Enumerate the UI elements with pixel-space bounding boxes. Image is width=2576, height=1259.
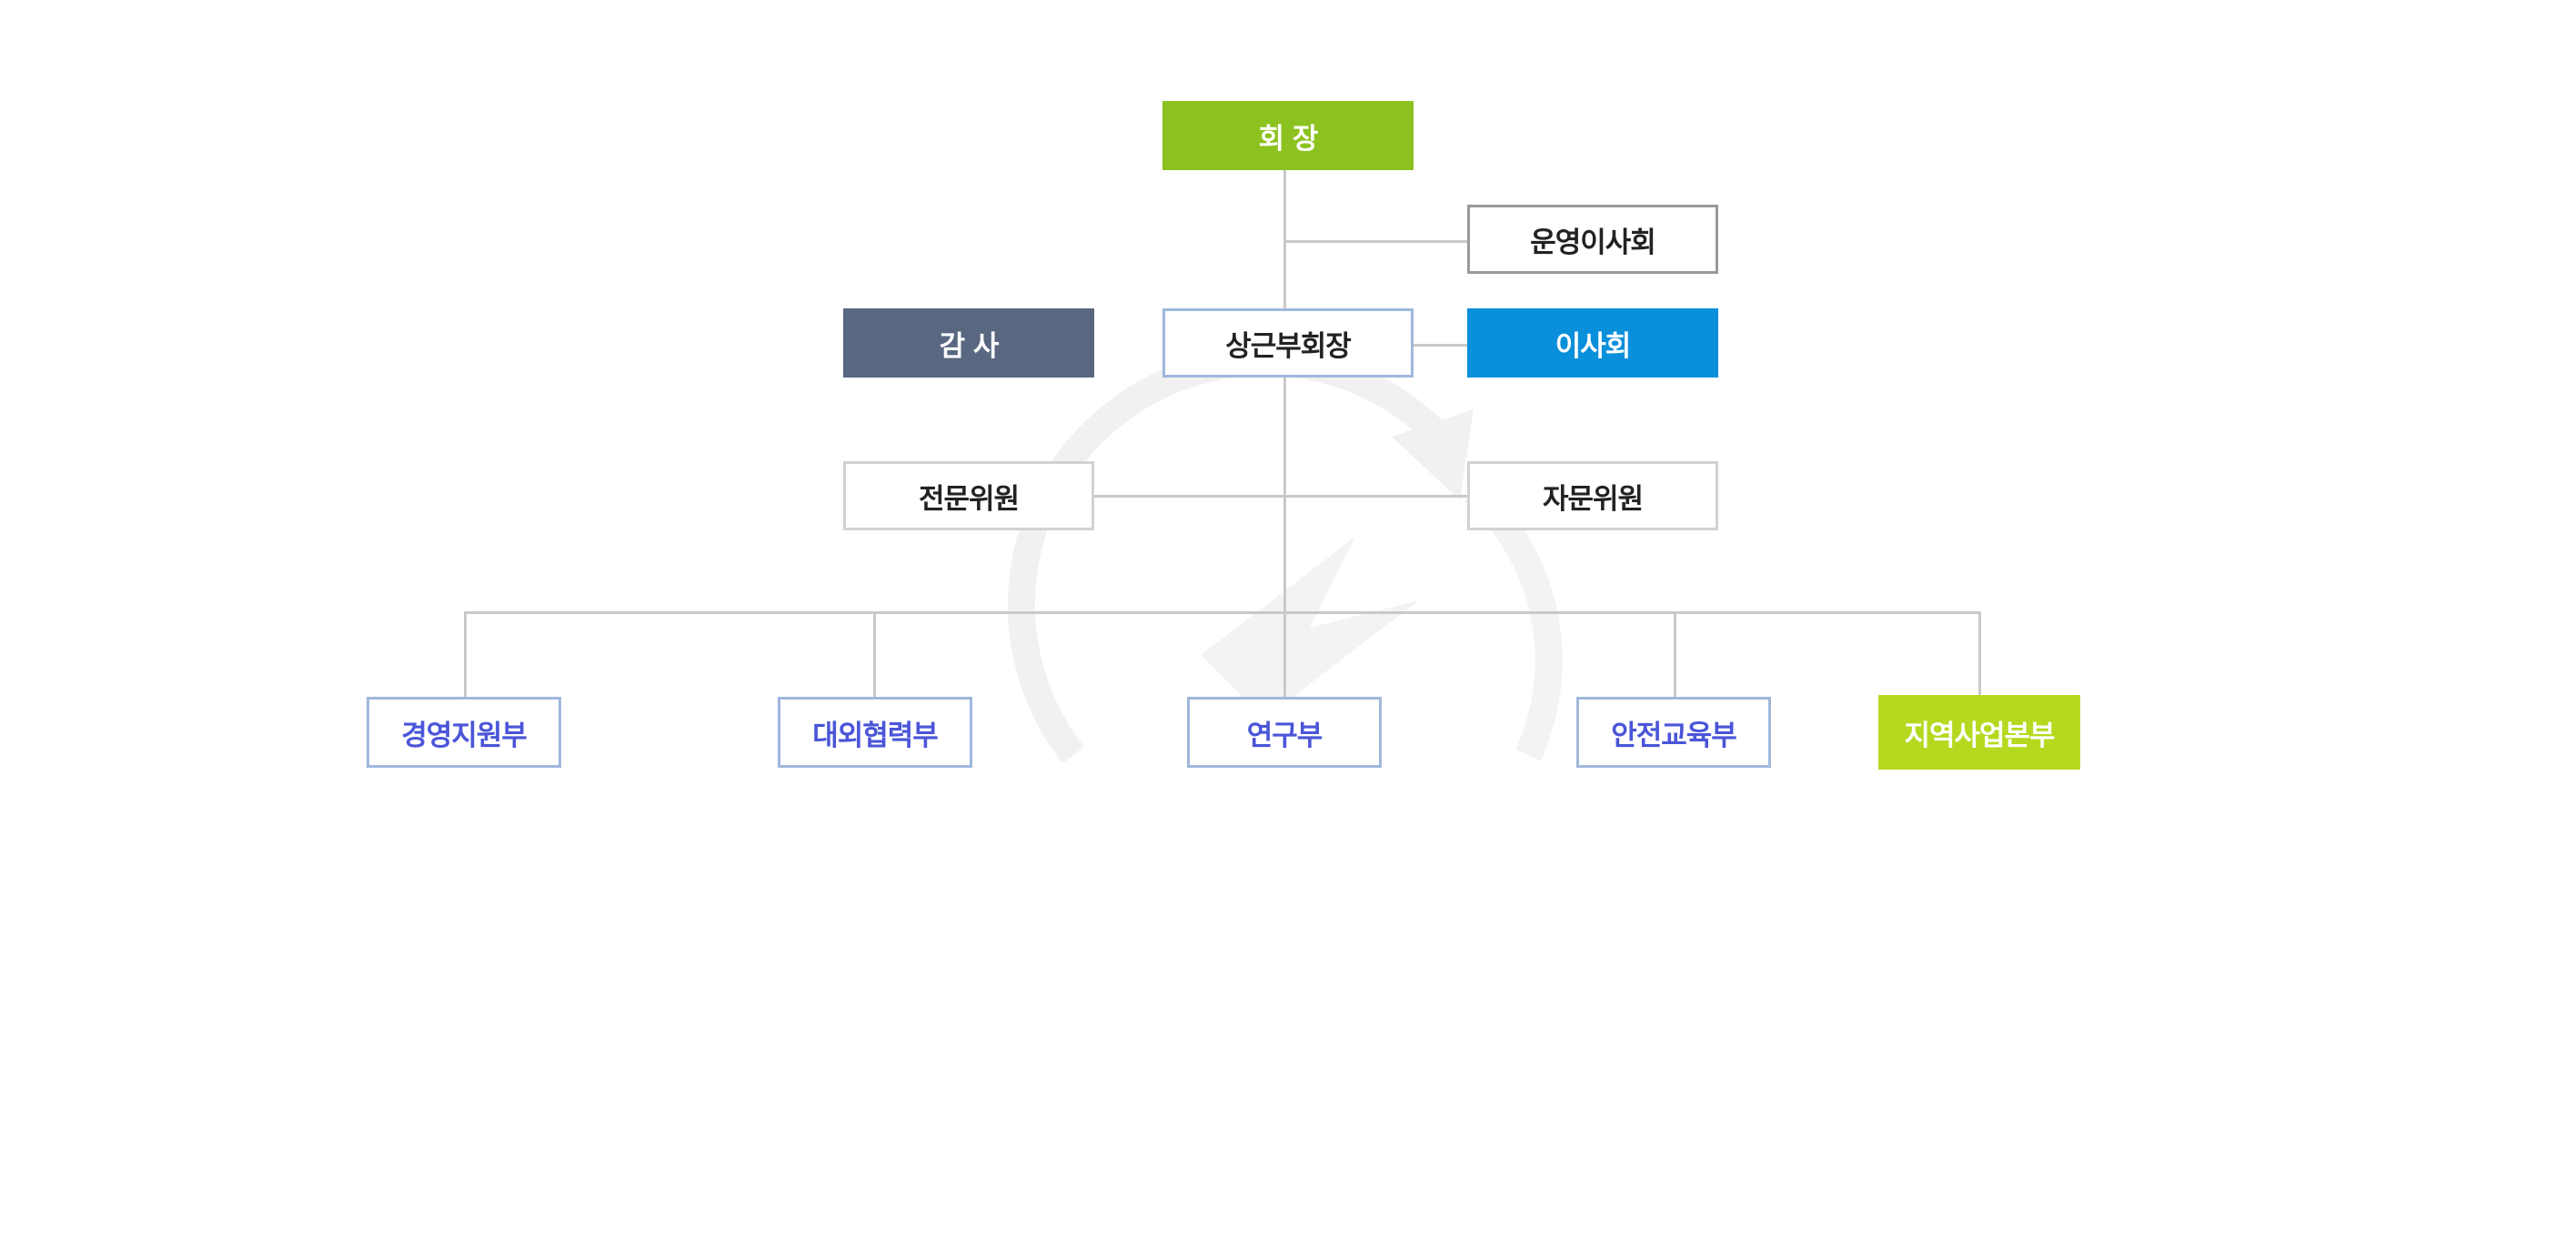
department-box-safety-education: 안전교육부 xyxy=(1576,697,1771,768)
connector-dept-1 xyxy=(464,611,467,699)
department-box-external-cooperation: 대외협력부 xyxy=(778,697,972,768)
advisory-committee-box: 자문위원 xyxy=(1467,461,1718,530)
connector-operating-board xyxy=(1285,240,1467,243)
department-box-research: 연구부 xyxy=(1187,697,1382,768)
connector-departments-horizontal xyxy=(464,611,1981,614)
department-box-regional-business: 지역사업본부 xyxy=(1878,695,2080,770)
executive-vice-chairman-box: 상근부회장 xyxy=(1162,308,1414,378)
expert-committee-box: 전문위원 xyxy=(843,461,1094,530)
connector-dept-3 xyxy=(1283,611,1286,699)
connector-board xyxy=(1414,344,1468,347)
connector-dept-4 xyxy=(1674,611,1676,699)
board-of-directors-box: 이사회 xyxy=(1467,308,1718,378)
auditor-box: 감 사 xyxy=(843,308,1094,378)
connector-vertical-main xyxy=(1283,169,1286,617)
department-box-management-support: 경영지원부 xyxy=(367,697,561,768)
operating-board-box: 운영이사회 xyxy=(1467,205,1718,274)
connector-committees xyxy=(1092,495,1468,498)
chairman-box: 회 장 xyxy=(1162,101,1414,170)
connector-dept-5 xyxy=(1978,611,1981,699)
connector-dept-2 xyxy=(873,611,876,699)
